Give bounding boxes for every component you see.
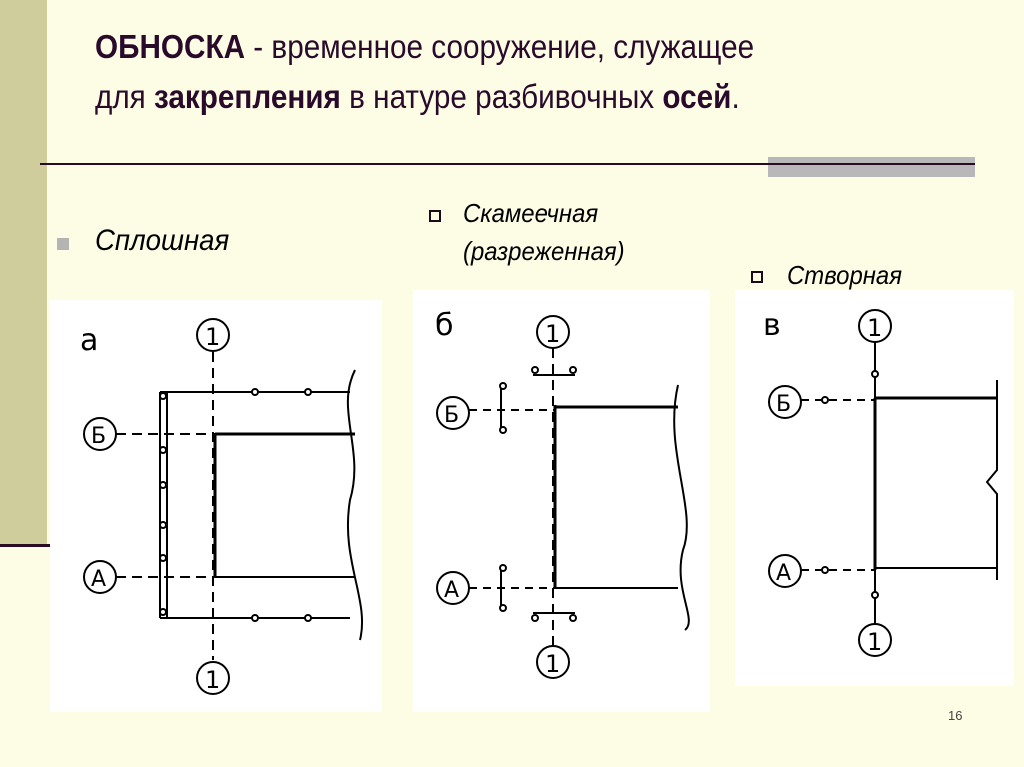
axis-label: А bbox=[444, 578, 459, 603]
axis-label: Б bbox=[444, 403, 459, 428]
diagram-letter: б bbox=[435, 308, 454, 343]
axis-label: 1 bbox=[867, 314, 882, 342]
title-part1: - временное сооружение, служащее bbox=[245, 28, 755, 65]
bullet-solid: Сплошная bbox=[95, 224, 230, 257]
bullet-square-icon bbox=[57, 238, 69, 250]
axis-label: Б bbox=[776, 392, 791, 417]
diagram-alignment: в 1 1 Б А bbox=[735, 290, 1014, 686]
axis-label: 1 bbox=[205, 323, 220, 351]
divider-accent bbox=[768, 157, 975, 177]
axis-label: Б bbox=[91, 424, 106, 449]
bullet-bench: Скамеечная bbox=[463, 198, 599, 228]
axis-label: 1 bbox=[545, 320, 560, 348]
title-bold2: закрепления bbox=[154, 78, 341, 115]
bullet-open-square-icon bbox=[429, 210, 441, 222]
title-term: ОБНОСКА bbox=[95, 28, 246, 65]
axis-label: 1 bbox=[205, 666, 220, 694]
slide-title: ОБНОСКА - временное сооружение, служащее… bbox=[95, 22, 905, 122]
diagram-bench: б 1 1 Б А bbox=[413, 290, 710, 712]
divider-line bbox=[768, 163, 975, 165]
sidebar-decoration bbox=[0, 0, 47, 545]
diagram-letter: в bbox=[763, 308, 781, 343]
title-divider bbox=[40, 163, 975, 165]
diagram-letter: а bbox=[80, 323, 98, 358]
sidebar-divider bbox=[0, 544, 50, 547]
title-part3: в натуре разбивочных bbox=[340, 78, 663, 115]
title-part2: для bbox=[95, 78, 155, 115]
title-bold3: осей bbox=[662, 78, 732, 115]
bullet-open-square-icon bbox=[751, 271, 763, 283]
slide-number: 16 bbox=[948, 708, 963, 723]
bullet-bench-sub: (разреженная) bbox=[463, 236, 625, 266]
title-end: . bbox=[731, 78, 740, 115]
bullet-alignment: Створная bbox=[787, 260, 903, 290]
axis-label: 1 bbox=[867, 628, 882, 656]
axis-label: А bbox=[776, 561, 791, 586]
diagram-solid: а 1 1 Б А bbox=[50, 300, 382, 712]
axis-label: А bbox=[91, 567, 106, 592]
axis-label: 1 bbox=[545, 650, 560, 678]
